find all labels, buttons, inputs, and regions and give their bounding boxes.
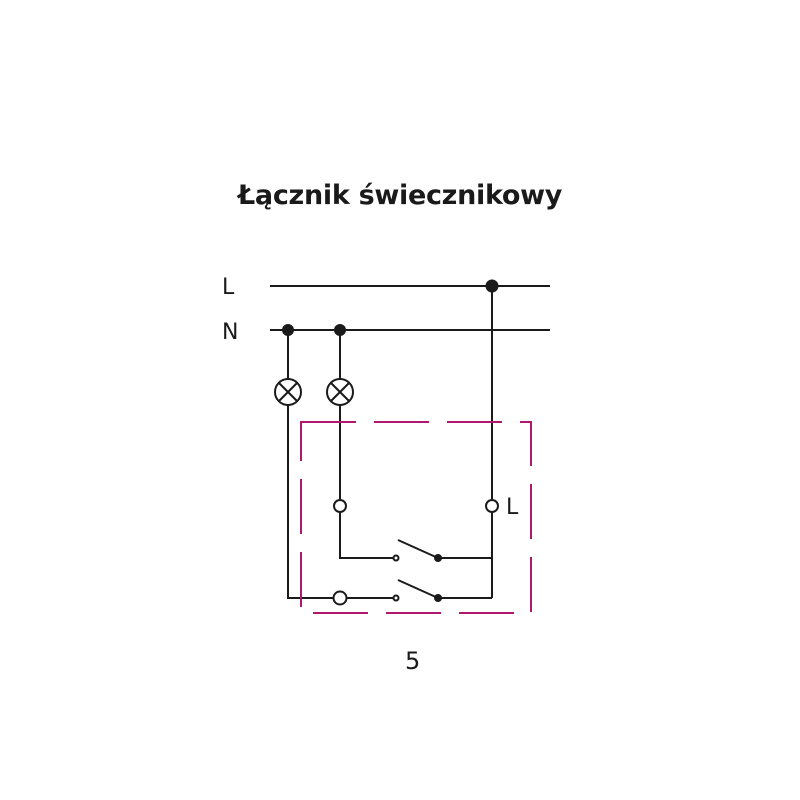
upper-contact-wire [339,513,393,559]
switch-enclosure [300,421,532,614]
terminal-phase [485,499,499,513]
lower-contact-blade [397,579,439,599]
lower-contact-fixed [392,594,400,602]
upper-contact-fixed [392,554,400,562]
lamp-1-return-wire [287,405,333,599]
lamp-2-icon [326,378,354,406]
diagram-title: Łącznik świecznikowy [237,180,563,211]
label-terminal-phase: L [506,495,519,520]
upper-contact-blade [397,539,439,559]
terminal-lamp-2 [333,499,347,513]
figure-number: 5 [405,647,420,675]
lamp-1-icon [274,378,302,406]
terminal-lamp-1 [332,590,348,606]
label-neutral-line: N [222,320,238,345]
label-phase-line: L [222,275,235,300]
